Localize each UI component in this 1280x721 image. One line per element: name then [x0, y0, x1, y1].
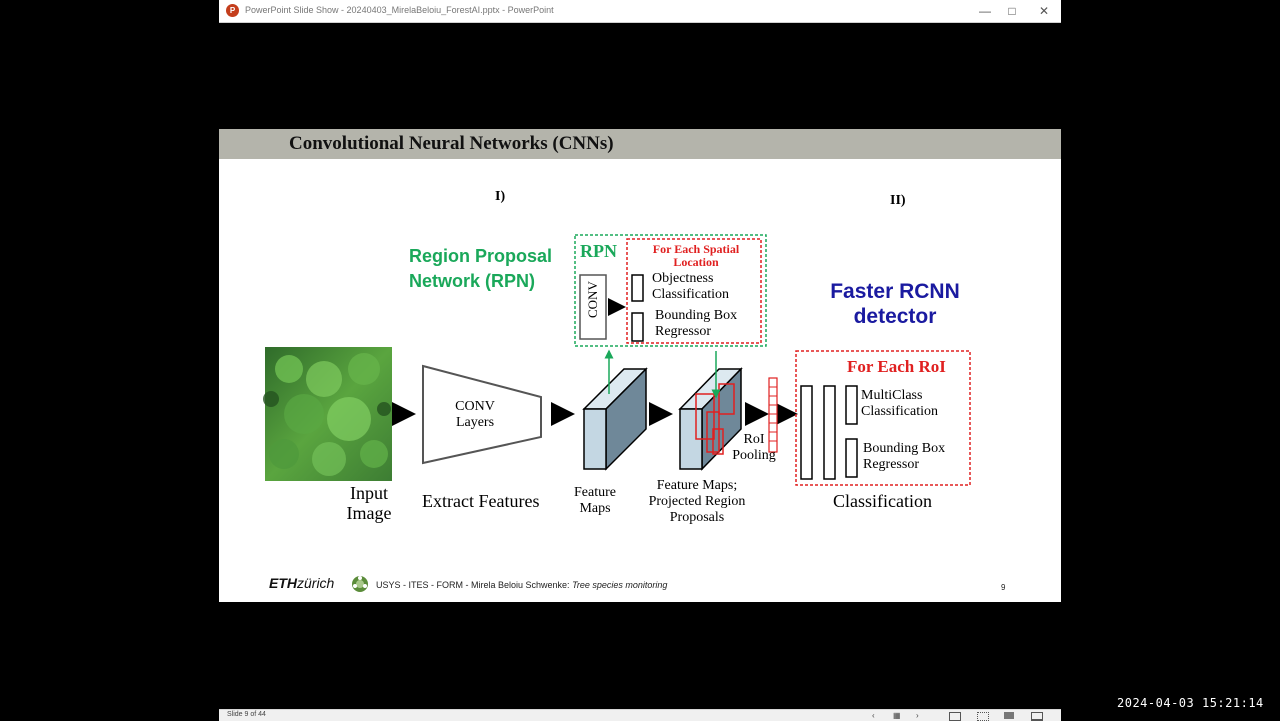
- projected-proposals-block: [678, 367, 743, 471]
- rpn-heading-line-2: Network (RPN): [409, 271, 536, 291]
- projected-proposals-label: Feature Maps; Projected Region Proposals: [631, 478, 763, 526]
- bbox-line-1: Bounding Box: [655, 308, 738, 323]
- projected-line-3: Proposals: [669, 510, 725, 525]
- conv-layers-line-1: CONV: [455, 399, 495, 414]
- slide-title: Convolutional Neural Networks (CNNs): [289, 133, 614, 154]
- slide-counter: Slide 9 of 44: [227, 711, 266, 718]
- feature-maps-label: Feature Maps: [565, 485, 625, 517]
- roi-bbox-regressor-text: Bounding Box Regressor: [863, 441, 945, 473]
- classification-label: Classification: [833, 491, 932, 511]
- faster-rcnn-diagram: [263, 234, 971, 486]
- conv-layers-trapezoid: [422, 364, 542, 465]
- footer-text-italic: Tree species monitoring: [572, 580, 668, 590]
- projected-line-2: Projected Region: [648, 494, 746, 509]
- spatial-location-heading: For Each Spatial Location: [637, 243, 755, 269]
- logo-eth: ETH: [269, 575, 297, 591]
- status-bar: Slide 9 of 44 ‹ ▦ ›: [219, 709, 1061, 721]
- powerpoint-window: P PowerPoint Slide Show - 20240403_Mirel…: [219, 0, 1061, 721]
- rpn-conv-box: [579, 274, 607, 340]
- footer-text-main: USYS - ITES - FORM - Mirela Beloiu Schwe…: [376, 580, 573, 590]
- usys-globe-icon: [352, 576, 368, 592]
- powerpoint-app-icon[interactable]: P: [226, 4, 239, 17]
- rpn-heading: Region Proposal Network (RPN): [409, 244, 552, 294]
- spatial-location-box: [626, 238, 762, 344]
- restore-icon[interactable]: —: [979, 4, 991, 18]
- footer-credits: USYS - ITES - FORM - Mirela Beloiu Schwe…: [376, 580, 667, 590]
- eth-zurich-logo: ETHzürich: [269, 575, 334, 591]
- objectness-text: Objectness Classification: [652, 271, 729, 303]
- spatial-heading-line-1: For Each Spatial: [652, 242, 740, 256]
- previous-slide-icon[interactable]: ‹: [872, 711, 875, 720]
- feature-maps-line-2: Maps: [579, 501, 611, 516]
- multiclass-text: MultiClass Classification: [861, 388, 938, 420]
- extract-features-label: Extract Features: [422, 491, 540, 511]
- fc-layer-1: [800, 385, 813, 480]
- objectness-line-1: Objectness: [652, 271, 714, 286]
- bbox-regressor-text: Bounding Box Regressor: [655, 308, 737, 340]
- input-image-line-1: Input: [350, 483, 388, 503]
- feature-map-block: [582, 367, 648, 471]
- window-title: PowerPoint Slide Show - 20240403_MirelaB…: [245, 5, 554, 15]
- slide-canvas[interactable]: Convolutional Neural Networks (CNNs): [219, 129, 1061, 602]
- multiclass-line-1: MultiClass: [861, 388, 923, 403]
- feature-maps-line-1: Feature: [574, 485, 616, 500]
- maximize-icon[interactable]: □: [1008, 4, 1016, 18]
- fc-layer-2: [823, 385, 836, 480]
- bbox-regressor-layer: [845, 438, 858, 478]
- next-slide-icon[interactable]: ›: [916, 711, 919, 720]
- timestamp-overlay: 2024-04-03 15:21:14: [1117, 696, 1264, 710]
- roi-pooling-vector: [768, 377, 778, 453]
- rpn-conv-label: CONV: [585, 281, 600, 318]
- spatial-heading-line-2: Location: [673, 255, 719, 269]
- input-image-line-2: Image: [346, 503, 392, 523]
- input-tree-image: [263, 347, 392, 481]
- conv-layers-line-2: Layers: [455, 415, 495, 430]
- objectness-line-2: Classification: [652, 287, 729, 302]
- slide-grid-icon[interactable]: ▦: [893, 711, 901, 720]
- logo-zurich: zürich: [297, 575, 335, 591]
- rpn-heading-line-1: Region Proposal: [409, 246, 553, 266]
- part-two-label: II): [890, 193, 906, 208]
- faster-rcnn-heading: Faster RCNN detector: [815, 279, 975, 329]
- conv-layers-label: CONV Layers: [445, 399, 505, 431]
- slide-number: 9: [1001, 583, 1006, 592]
- roi-classification-box: [795, 350, 971, 486]
- for-each-roi-heading: For Each RoI: [847, 357, 946, 376]
- faster-rcnn-line-1: Faster RCNN: [830, 280, 960, 303]
- slide-header-bar: [219, 129, 1061, 159]
- objectness-layer: [631, 274, 644, 302]
- part-one-label: I): [495, 189, 506, 204]
- faster-rcnn-line-2: detector: [853, 305, 937, 328]
- input-image-label: Input Image: [339, 483, 399, 523]
- bbox-layer: [631, 312, 644, 342]
- title-bar: P PowerPoint Slide Show - 20240403_Mirel…: [219, 0, 1061, 23]
- projected-line-1: Feature Maps;: [656, 478, 738, 493]
- rpn-box-label: RPN: [580, 241, 617, 261]
- roi-bbox-line-2: Regressor: [863, 457, 919, 472]
- reading-view-icon[interactable]: [1004, 712, 1014, 719]
- multiclass-layer: [845, 385, 858, 425]
- multiclass-line-2: Classification: [861, 404, 938, 419]
- roi-pooling-label: RoI Pooling: [724, 432, 784, 464]
- rpn-box: [574, 234, 767, 347]
- roi-pooling-line-2: Pooling: [732, 448, 776, 463]
- bbox-line-2: Regressor: [655, 324, 711, 339]
- close-icon[interactable]: ✕: [1038, 4, 1050, 18]
- roi-bbox-line-1: Bounding Box: [863, 441, 946, 456]
- roi-pooling-line-1: RoI: [743, 432, 765, 447]
